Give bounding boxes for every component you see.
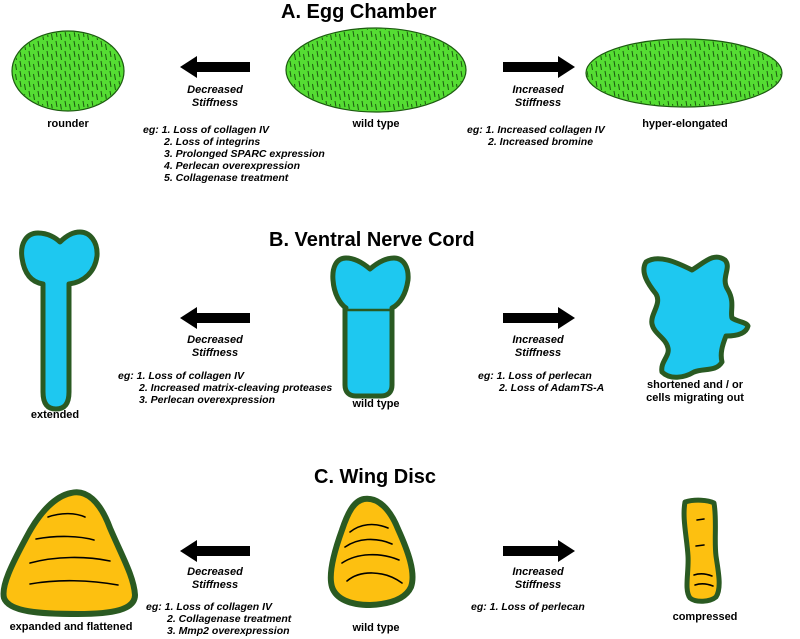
label-wild-type: wild type xyxy=(352,622,400,634)
example-item: eg: 1. Increased collagen IV xyxy=(467,124,605,136)
decreased-examples-list: eg: 1. Loss of collagen IV 2. Collagenas… xyxy=(146,601,291,637)
example-item: 2. Loss of AdamTS-A xyxy=(499,382,605,394)
egg-chamber-wild-type xyxy=(285,27,467,113)
increased-examples-list: eg: 1. Loss of perlecan xyxy=(471,601,585,613)
increased-examples-list: eg: 1. Loss of perlecan 2. Loss of AdamT… xyxy=(478,370,604,394)
wing-disc-expanded xyxy=(0,489,138,617)
vnc-wild-type xyxy=(330,255,411,399)
example-item: 3. Prolonged SPARC expression xyxy=(164,148,325,160)
panel-a-title: A. Egg Chamber xyxy=(281,1,437,23)
label-compressed: compressed xyxy=(672,611,738,623)
decreased-examples-list: eg: 1. Loss of collagen IV 2. Loss of in… xyxy=(143,124,325,184)
example-item: 3. Perlecan overexpression xyxy=(139,394,275,406)
example-item: eg: 1. Loss of perlecan xyxy=(471,601,585,613)
vnc-extended xyxy=(19,229,100,412)
example-item: eg: 1. Loss of collagen IV xyxy=(118,370,245,382)
example-item: eg: 1. Loss of perlecan xyxy=(478,370,592,382)
arrow-right-icon xyxy=(503,540,575,562)
example-item: 4. Perlecan overexpression xyxy=(164,160,300,172)
wing-disc-compressed xyxy=(681,497,722,604)
panel-b-title: B. Ventral Nerve Cord xyxy=(269,229,475,251)
arrow-left-icon xyxy=(180,56,250,78)
increased-examples-list: eg: 1. Increased collagen IV 2. Increase… xyxy=(467,124,605,148)
arrow-left-icon xyxy=(180,540,250,562)
example-item: eg: 1. Loss of collagen IV xyxy=(143,124,270,136)
example-item: 2. Increased matrix-cleaving proteases xyxy=(139,382,333,394)
arrow-left-icon xyxy=(180,307,250,329)
panel-c-title: C. Wing Disc xyxy=(314,466,437,488)
label-rounder: rounder xyxy=(47,118,89,130)
label-expanded-and-flattened: expanded and flattened xyxy=(9,621,133,633)
egg-chamber-rounder xyxy=(11,30,125,112)
label-hyper-elongated: hyper-elongated xyxy=(642,118,728,130)
vnc-shortened xyxy=(641,254,751,380)
arrow-right-icon xyxy=(503,56,575,78)
label-wild-type: wild type xyxy=(352,398,400,410)
example-item: 5. Collagenase treatment xyxy=(164,172,289,184)
label-extended: extended xyxy=(30,409,80,421)
egg-chamber-hyper-elongated xyxy=(585,38,783,108)
arrow-right-icon xyxy=(503,307,575,329)
example-item: 2. Collagenase treatment xyxy=(167,613,292,625)
example-item: 2. Loss of integrins xyxy=(164,136,261,148)
example-item: 3. Mmp2 overexpression xyxy=(167,625,290,637)
label-wild-type: wild type xyxy=(352,118,400,130)
decreased-examples-list: eg: 1. Loss of collagen IV 2. Increased … xyxy=(118,370,332,406)
example-item: 2. Increased bromine xyxy=(488,136,594,148)
example-item: eg: 1. Loss of collagen IV xyxy=(146,601,273,613)
wing-disc-wild-type xyxy=(327,495,416,608)
